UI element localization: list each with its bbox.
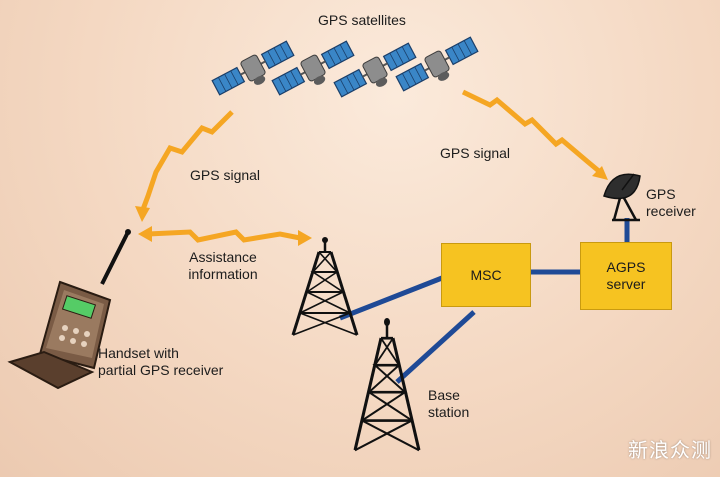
gps-satellites-label: GPS satellites — [318, 12, 406, 28]
gps-signal-right-label: GPS signal — [440, 145, 511, 161]
handset-label: Handset with partial GPS receiver — [98, 345, 224, 378]
agps-server-node: AGPS server — [580, 242, 672, 310]
base-station-label: Base station — [428, 387, 470, 420]
assistance-information-label: Assistance information — [188, 249, 258, 282]
base-station-tower-icon — [355, 318, 419, 450]
watermark-logo: 新浪众测 — [628, 438, 712, 462]
gps-signal-right-bolt — [461, 89, 608, 180]
gps-signal-left-bolt — [135, 110, 234, 222]
msc-node: MSC — [441, 243, 531, 307]
base-station-tower-icon — [291, 235, 359, 337]
assistance-signal-bolt — [138, 226, 312, 246]
gps-signal-left-label: GPS signal — [190, 167, 261, 183]
satellite-icon — [209, 37, 300, 105]
agps-server-label: AGPS server — [606, 259, 646, 292]
network-links — [339, 218, 630, 384]
gps-receiver-label: GPS receiver — [646, 186, 696, 219]
msc-label: MSC — [470, 266, 502, 283]
handset-icon — [7, 229, 131, 390]
satellite-dish-icon — [603, 173, 641, 222]
